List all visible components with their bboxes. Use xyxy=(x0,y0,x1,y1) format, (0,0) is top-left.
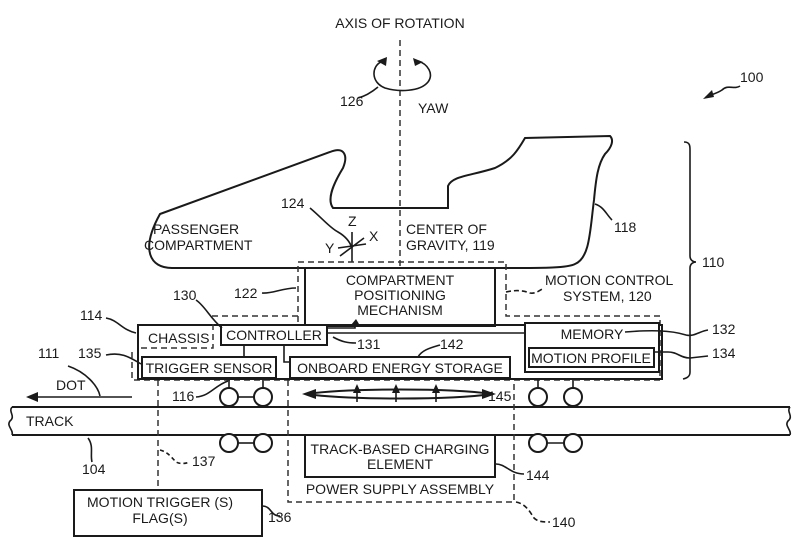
tbc-label-2: ELEMENT xyxy=(367,456,434,472)
ref-111: 111 xyxy=(38,345,59,361)
upper-wheels-left xyxy=(219,378,273,407)
leader-136 xyxy=(261,505,281,517)
controller-cpm-arrow xyxy=(351,319,359,325)
track-break-left xyxy=(8,406,14,436)
lower-wheels-left xyxy=(219,433,273,453)
ref-140: 140 xyxy=(552,514,576,530)
controller-label: CONTROLLER xyxy=(226,327,322,343)
motion-profile-label: MOTION PROFILE xyxy=(531,350,651,366)
trigger-sensor-box xyxy=(141,356,277,379)
center-of-gravity-label-1: CENTER OF xyxy=(406,221,487,237)
controller-storage-link xyxy=(283,345,290,363)
ref-100: 100 xyxy=(740,69,764,85)
tbc-label-1: TRACK-BASED CHARGING xyxy=(311,441,490,457)
dot-arrowhead xyxy=(26,392,38,402)
axis-of-rotation-label: AXIS OF ROTATION xyxy=(335,15,464,31)
cpm-label-2: POSITIONING xyxy=(354,287,446,303)
ref-135: 135 xyxy=(78,345,102,361)
cpm-label-1: COMPARTMENT xyxy=(346,272,455,288)
chassis-inner-dash xyxy=(138,324,214,349)
power-supply-assembly-label: POWER SUPPLY ASSEMBLY xyxy=(306,481,495,497)
ref-114: 114 xyxy=(80,307,103,323)
ref-137: 137 xyxy=(192,453,216,469)
dot-label: DOT xyxy=(56,377,86,393)
track-rails xyxy=(12,406,790,436)
leader-116 xyxy=(195,380,229,398)
ref-131: 131 xyxy=(357,336,381,352)
cpm-label-3: MECHANISM xyxy=(357,302,443,318)
yaw-label: YAW xyxy=(418,100,449,116)
passenger-compartment-label-2: COMPARTMENT xyxy=(144,237,253,253)
leader-111 xyxy=(67,365,101,397)
leader-142 xyxy=(417,344,441,358)
track-break-right xyxy=(786,406,792,436)
motion-control-system-label-1: MOTION CONTROL xyxy=(545,272,674,288)
motion-trigger-label-2: FLAG(S) xyxy=(132,510,187,526)
charging-field-arrows xyxy=(302,384,496,402)
ref-110: 110 xyxy=(702,254,725,270)
leader-114 xyxy=(105,317,137,334)
arrowhead-100 xyxy=(703,90,714,99)
ref-126: 126 xyxy=(340,93,364,109)
passenger-compartment-label-1: PASSENGER xyxy=(153,221,239,237)
ref-118: 118 xyxy=(614,219,637,235)
leader-122 xyxy=(261,287,297,294)
motion-control-system-label-2: SYSTEM, 120 xyxy=(563,288,652,304)
motion-trigger-flag-box xyxy=(73,489,263,537)
brace-110 xyxy=(682,141,697,380)
ref-104: 104 xyxy=(82,461,106,477)
leader-134 xyxy=(654,351,709,359)
leader-118 xyxy=(594,203,613,221)
onboard-energy-storage-box xyxy=(289,356,511,379)
motion-trigger-label-1: MOTION TRIGGER (S) xyxy=(87,494,233,510)
track-based-charging-box xyxy=(304,434,496,478)
onboard-energy-storage-label: ONBOARD ENERGY STORAGE xyxy=(297,360,503,376)
ref-116: 116 xyxy=(172,388,195,404)
passenger-compartment-shape xyxy=(148,134,614,269)
ref-145: 145 xyxy=(488,388,512,404)
ref-124: 124 xyxy=(281,195,305,211)
trigger-sensor-label: TRIGGER SENSOR xyxy=(146,360,273,376)
power-supply-assembly-boundary xyxy=(287,380,515,503)
ref-130: 130 xyxy=(173,287,197,303)
motion-profile-box xyxy=(528,347,655,368)
leader-126 xyxy=(357,86,379,99)
yaw-rotation-icon xyxy=(373,57,432,92)
axis-x-label: X xyxy=(369,228,379,244)
leader-104 xyxy=(87,437,93,463)
axis-y-label: Y xyxy=(325,240,335,256)
coordinate-axes-icon xyxy=(337,232,367,262)
ref-134: 134 xyxy=(712,345,736,361)
leader-135 xyxy=(105,353,142,365)
leader-137 xyxy=(159,449,191,465)
axis-z-label: Z xyxy=(348,213,357,229)
chassis-label: CHASSIS xyxy=(148,330,209,346)
lower-wheels-right xyxy=(528,433,583,453)
leader-144 xyxy=(495,463,525,475)
track-label: TRACK xyxy=(26,413,74,429)
memory-label: MEMORY xyxy=(561,326,624,342)
leader-131 xyxy=(332,336,357,344)
leader-130 xyxy=(195,299,223,329)
ref-144: 144 xyxy=(526,467,550,483)
upper-wheels-right xyxy=(528,378,583,407)
ref-142: 142 xyxy=(440,336,464,352)
leader-132 xyxy=(624,329,709,337)
leader-120 xyxy=(505,287,545,294)
ref-122: 122 xyxy=(234,285,258,301)
leader-124 xyxy=(309,207,353,249)
leader-140 xyxy=(515,501,551,523)
center-of-gravity-label-2: GRAVITY, 119 xyxy=(406,237,495,253)
ref-132: 132 xyxy=(712,321,736,337)
controller-box xyxy=(220,324,328,346)
